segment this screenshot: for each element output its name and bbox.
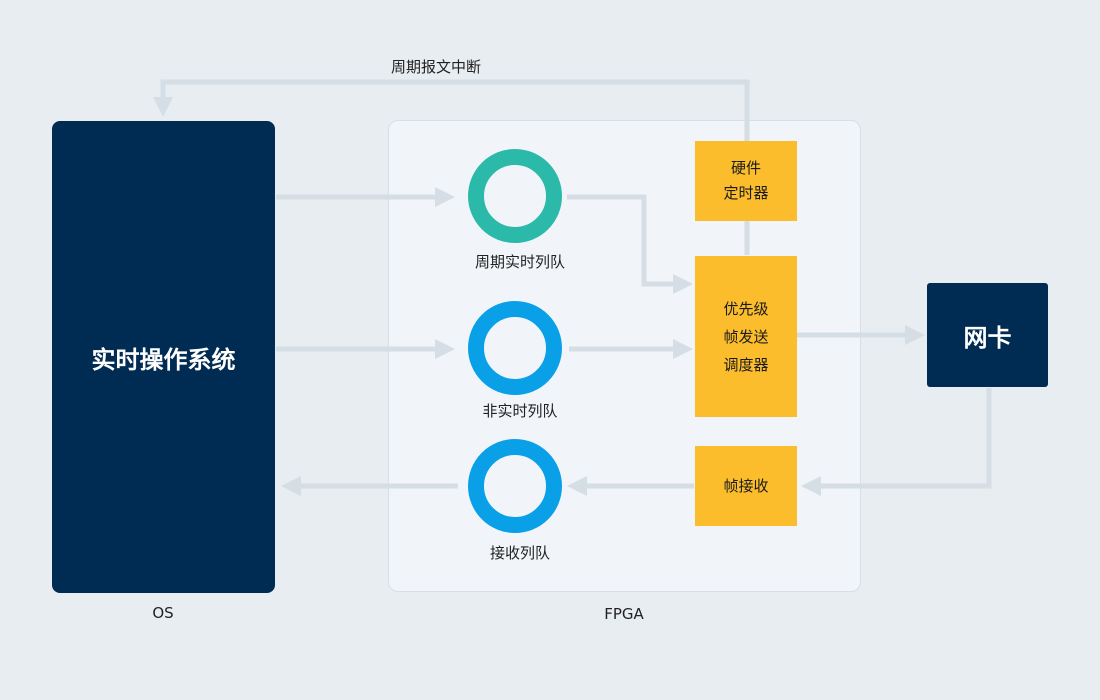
- scheduler-line3: 调度器: [723, 355, 769, 374]
- timer-line1: 硬件: [730, 159, 761, 177]
- fpga-caption: FPGA: [604, 605, 644, 623]
- nic-to-receiver-arrow: [801, 388, 992, 496]
- nonrt-queue-label: 非实时列队: [482, 402, 558, 420]
- scheduler-line1: 优先级: [723, 299, 769, 318]
- nic-box: 网卡: [927, 283, 1048, 387]
- hardware-timer-box: 硬件 定时器: [695, 141, 797, 221]
- periodic-queue-label: 周期实时列队: [474, 253, 565, 271]
- periodic-queue-ring: [468, 149, 562, 243]
- receiver-label: 帧接收: [723, 476, 769, 495]
- receive-queue-ring: [468, 439, 562, 533]
- timer-line2: 定时器: [723, 184, 769, 202]
- interrupt-label: 周期报文中断: [390, 58, 481, 76]
- os-caption: OS: [152, 604, 174, 622]
- os-box: 实时操作系统: [52, 121, 275, 593]
- frame-receiver-box: 帧接收: [695, 446, 797, 526]
- nonrt-queue-ring: [468, 301, 562, 395]
- periodic-to-scheduler-arrow: [567, 194, 693, 294]
- os-title: 实时操作系统: [91, 345, 236, 374]
- nic-title: 网卡: [963, 323, 1012, 352]
- scheduler-box: 优先级 帧发送 调度器: [695, 256, 797, 417]
- scheduler-line2: 帧发送: [723, 327, 769, 346]
- receive-queue-label: 接收列队: [489, 544, 550, 562]
